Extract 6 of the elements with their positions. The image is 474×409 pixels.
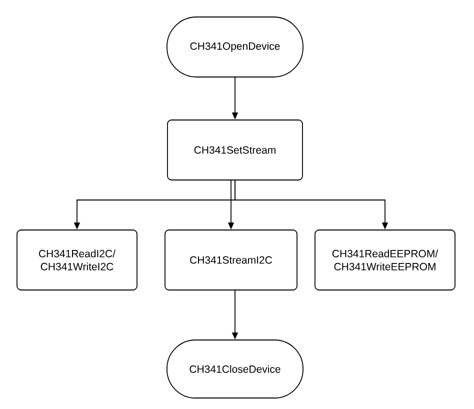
process-box: CH341ReadI2C/ CH341WriteI2C	[16, 230, 138, 290]
terminal-stadium: CH341CloseDevice	[166, 340, 304, 398]
process-box: CH341SetStream	[167, 120, 303, 180]
process-box: CH341StreamI2C	[164, 230, 298, 290]
terminal-stadium: CH341OpenDevice	[166, 16, 304, 78]
process-box: CH341ReadEEPROM/ CH341WriteEEPROM	[314, 230, 456, 290]
